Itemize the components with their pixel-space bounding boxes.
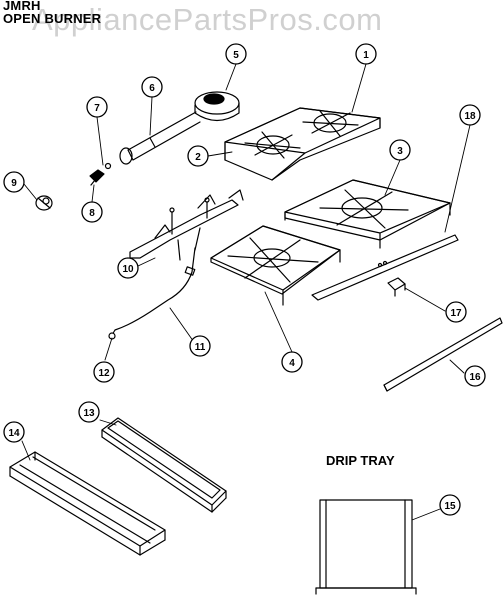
callout-number: 15 (444, 501, 456, 512)
leader-lines (21, 63, 471, 521)
burner-head (194, 91, 240, 122)
support-rail (311, 234, 459, 301)
callout-number: 2 (195, 152, 201, 163)
callout-number: 16 (469, 372, 481, 383)
grate-double-top (224, 107, 381, 181)
callout-17 (445, 301, 467, 323)
callout-9 (3, 171, 25, 193)
ignitor-wire (108, 247, 196, 340)
callout-number: 17 (450, 308, 462, 319)
callout-10 (117, 257, 139, 279)
callout-15 (439, 494, 461, 516)
callout-12 (93, 361, 115, 383)
callout-circles (3, 43, 486, 516)
callout-16 (464, 365, 486, 387)
drip-pan (9, 451, 166, 556)
drip-tray (315, 499, 417, 595)
callout-number: 11 (195, 342, 206, 353)
callout-number: 3 (397, 146, 403, 157)
callout-8 (81, 201, 103, 223)
section-title: OPEN BURNER (3, 11, 102, 26)
model-title: JMRH (3, 0, 41, 13)
grate-lower (210, 225, 341, 306)
callout-number: 13 (83, 408, 95, 419)
burner-tube (119, 111, 201, 165)
callout-11 (189, 335, 211, 357)
callout-number: 5 (233, 50, 239, 61)
callout-number: 8 (89, 208, 95, 219)
drip-tray-label: DRIP TRAY (326, 453, 395, 468)
callout-numbers: 1 2 3 4 5 6 7 8 9 10 11 12 13 14 15 16 1… (8, 50, 481, 512)
drip-frame (101, 417, 227, 513)
callout-number: 6 (149, 83, 155, 94)
callout-14 (3, 421, 25, 443)
callout-18 (459, 104, 481, 126)
callout-7 (86, 96, 108, 118)
callout-number: 9 (11, 178, 17, 189)
callout-number: 14 (8, 428, 20, 439)
grate-right (284, 179, 451, 249)
callout-number: 7 (94, 103, 100, 114)
trim-strip (383, 317, 503, 392)
burner-bracket (129, 189, 244, 261)
callout-1 (355, 43, 377, 65)
callout-3 (389, 139, 411, 161)
callout-number: 12 (98, 368, 110, 379)
callout-number: 1 (363, 50, 369, 61)
callout-number: 4 (289, 358, 295, 369)
watermark: AppliancePartsPros.com (32, 2, 383, 37)
knob (35, 195, 53, 211)
clip (387, 277, 406, 297)
callout-2 (187, 145, 209, 167)
callout-6 (141, 76, 163, 98)
orifice-valve (89, 162, 112, 186)
callout-13 (78, 401, 100, 423)
callout-number: 18 (464, 111, 476, 122)
callout-4 (281, 351, 303, 373)
callout-number: 10 (122, 264, 134, 275)
callout-5 (225, 43, 247, 65)
